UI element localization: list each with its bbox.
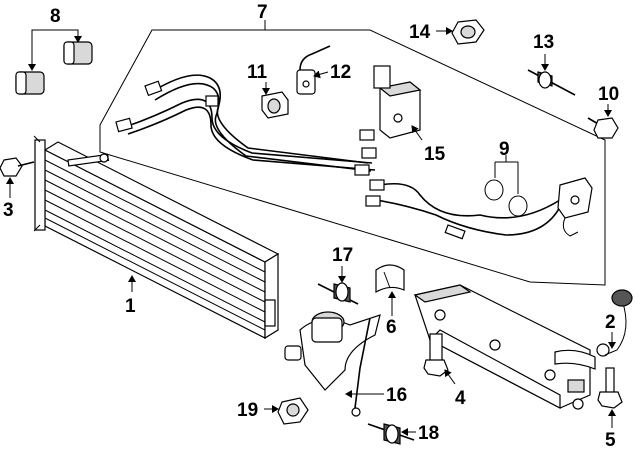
- bolt-3: [0, 157, 35, 177]
- callout-13: 13: [533, 32, 554, 53]
- callout-10: 10: [598, 84, 619, 105]
- callout-5: 5: [605, 430, 616, 451]
- nut-19: [277, 397, 309, 425]
- clip: [261, 91, 289, 119]
- thermostat-valve: [373, 65, 422, 139]
- bracket-clip-6: [375, 264, 405, 294]
- callout-15: 15: [424, 144, 446, 165]
- callout-11: 11: [247, 62, 268, 83]
- tube-connector: [296, 45, 331, 95]
- fitting-17: [317, 282, 359, 305]
- bolt-4: [423, 333, 449, 377]
- callout-17: 17: [332, 245, 353, 266]
- oil-cooler-hoses: [115, 74, 562, 240]
- nut-14: [451, 19, 485, 45]
- callout-1: 1: [125, 296, 136, 317]
- callout-8: 8: [50, 6, 61, 27]
- callout-2: 2: [605, 312, 616, 333]
- group-7-boundary: [99, 29, 606, 286]
- callout-18: 18: [418, 423, 439, 444]
- bolt-5: [597, 367, 623, 409]
- callout-7: 7: [257, 2, 268, 23]
- callout-12: 12: [330, 62, 351, 83]
- stud-fitting-18: [367, 423, 415, 445]
- callout-14: 14: [409, 22, 431, 43]
- stud-bolt-13: [527, 69, 576, 96]
- callout-3: 3: [3, 200, 14, 221]
- thermostat-housing: [284, 311, 381, 417]
- callout-4: 4: [455, 388, 466, 409]
- cooler-bracket-assembly: [413, 284, 633, 410]
- callout-16: 16: [386, 385, 407, 406]
- hose-valve: [557, 177, 593, 237]
- callout-19: 19: [237, 400, 258, 421]
- callout-6: 6: [386, 317, 397, 338]
- o-rings: [484, 179, 528, 217]
- bolt-10: [587, 117, 619, 139]
- leader-lines: [6, 20, 616, 436]
- callout-9: 9: [499, 139, 510, 160]
- oil-cooler-radiator: [33, 135, 280, 340]
- bushings: [15, 41, 93, 95]
